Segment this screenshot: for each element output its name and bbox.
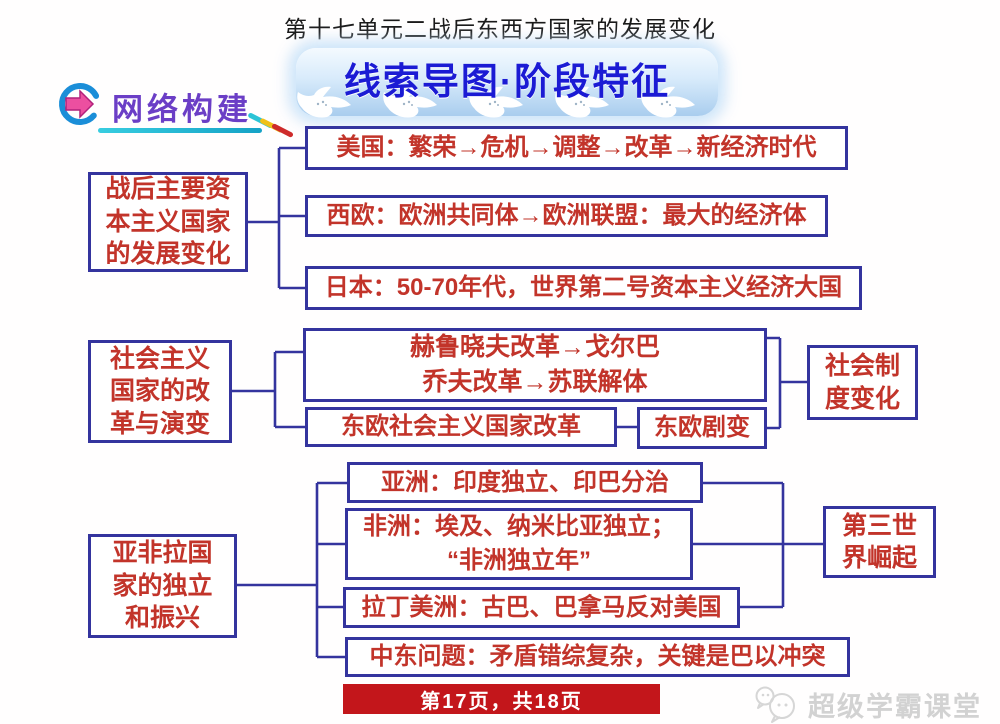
node-text-line: 的发展变化 bbox=[105, 240, 231, 269]
node-usa: 美国：繁荣→危机→调整→改革→新经济时代 bbox=[305, 126, 848, 170]
node-text-line: 革与演变 bbox=[109, 409, 210, 438]
node-text-line: “非洲独立年” bbox=[447, 547, 591, 574]
node-asia: 亚洲：印度独立、印巴分治 bbox=[347, 462, 703, 503]
node-western-europe: 西欧：欧洲共同体→欧洲联盟：最大的经济体 bbox=[305, 195, 828, 237]
node-text-line: 第三世 bbox=[841, 511, 917, 540]
node-middle-east: 中东问题：矛盾错综复杂，关键是巴以冲突 bbox=[345, 637, 850, 677]
node-text-line: 日本：50-70年代，世界第二号资本主义经济大国 bbox=[324, 274, 843, 301]
arrow-circle-icon bbox=[59, 83, 101, 125]
node-text-line: 亚非拉国 bbox=[112, 539, 213, 568]
node-text-line: 东欧剧变 bbox=[654, 414, 750, 441]
node-text-line: 社会制 bbox=[824, 352, 900, 380]
node-text-line: 国家的改 bbox=[109, 377, 210, 406]
node-text-line: 中东问题：矛盾错综复杂，关键是巴以冲突 bbox=[369, 643, 826, 670]
node-text-line: 东欧社会主义国家改革 bbox=[341, 413, 581, 440]
node-text-line: 社会主义 bbox=[109, 344, 210, 373]
slash-decoration-red bbox=[271, 123, 294, 138]
node-text-line: 西欧：欧洲共同体→欧洲联盟：最大的经济体 bbox=[326, 202, 807, 229]
watermark-text: 超级学霸课堂 bbox=[808, 691, 982, 722]
node-asia-africa-latin-independence: 亚非拉国 家的独立 和振兴 bbox=[88, 534, 237, 638]
node-text-line: 家的独立 bbox=[112, 571, 213, 600]
node-text-line: 亚洲：印度独立、印巴分治 bbox=[381, 468, 669, 496]
section-label-text: 网络构建 bbox=[112, 92, 252, 127]
node-text-line: 战后主要资 bbox=[105, 175, 231, 204]
node-khrushchev-gorbachev: 赫鲁晓夫改革→戈尔巴 乔夫改革→苏联解体 bbox=[303, 328, 767, 402]
node-socialist-reform: 社会主义 国家的改 革与演变 bbox=[88, 340, 232, 443]
node-japan: 日本：50-70年代，世界第二号资本主义经济大国 bbox=[305, 266, 862, 310]
node-text-line: 度变化 bbox=[824, 384, 900, 413]
chat-bubbles-icon bbox=[755, 686, 795, 723]
node-text-line: 非洲：埃及、纳米比亚独立； bbox=[363, 513, 675, 541]
node-latin-america: 拉丁美洲：古巴、巴拿马反对美国 bbox=[343, 587, 740, 628]
node-text-line: 本主义国家 bbox=[105, 207, 231, 236]
node-eastern-europe-reform: 东欧社会主义国家改革 bbox=[305, 407, 617, 447]
banner-title: 线索导图·阶段特征 bbox=[343, 61, 671, 102]
node-text-line: 乔夫改革→苏联解体 bbox=[422, 368, 648, 396]
node-postwar-capitalist-countries: 战后主要资 本主义国家 的发展变化 bbox=[88, 172, 248, 272]
node-social-system-change: 社会制 度变化 bbox=[807, 345, 918, 420]
node-text-line: 界崛起 bbox=[841, 544, 917, 572]
node-africa: 非洲：埃及、纳米比亚独立； “非洲独立年” bbox=[345, 508, 693, 580]
node-text-line: 拉丁美洲：古巴、巴拿马反对美国 bbox=[361, 593, 722, 621]
node-text-line: 和振兴 bbox=[124, 604, 200, 633]
page-indicator: 第17页，共18页 bbox=[343, 684, 660, 714]
node-text-line: 赫鲁晓夫改革→戈尔巴 bbox=[409, 333, 660, 361]
node-eastern-europe-upheaval: 东欧剧变 bbox=[637, 407, 767, 449]
page-title: 第十七单元二战后东西方国家的发展变化 bbox=[284, 17, 716, 42]
node-text-line: 美国：繁荣→危机→调整→改革→新经济时代 bbox=[336, 134, 817, 161]
node-third-world-rise: 第三世 界崛起 bbox=[823, 506, 936, 578]
underline-decoration bbox=[98, 128, 262, 133]
watermark: 超级学霸课堂 bbox=[752, 684, 982, 724]
